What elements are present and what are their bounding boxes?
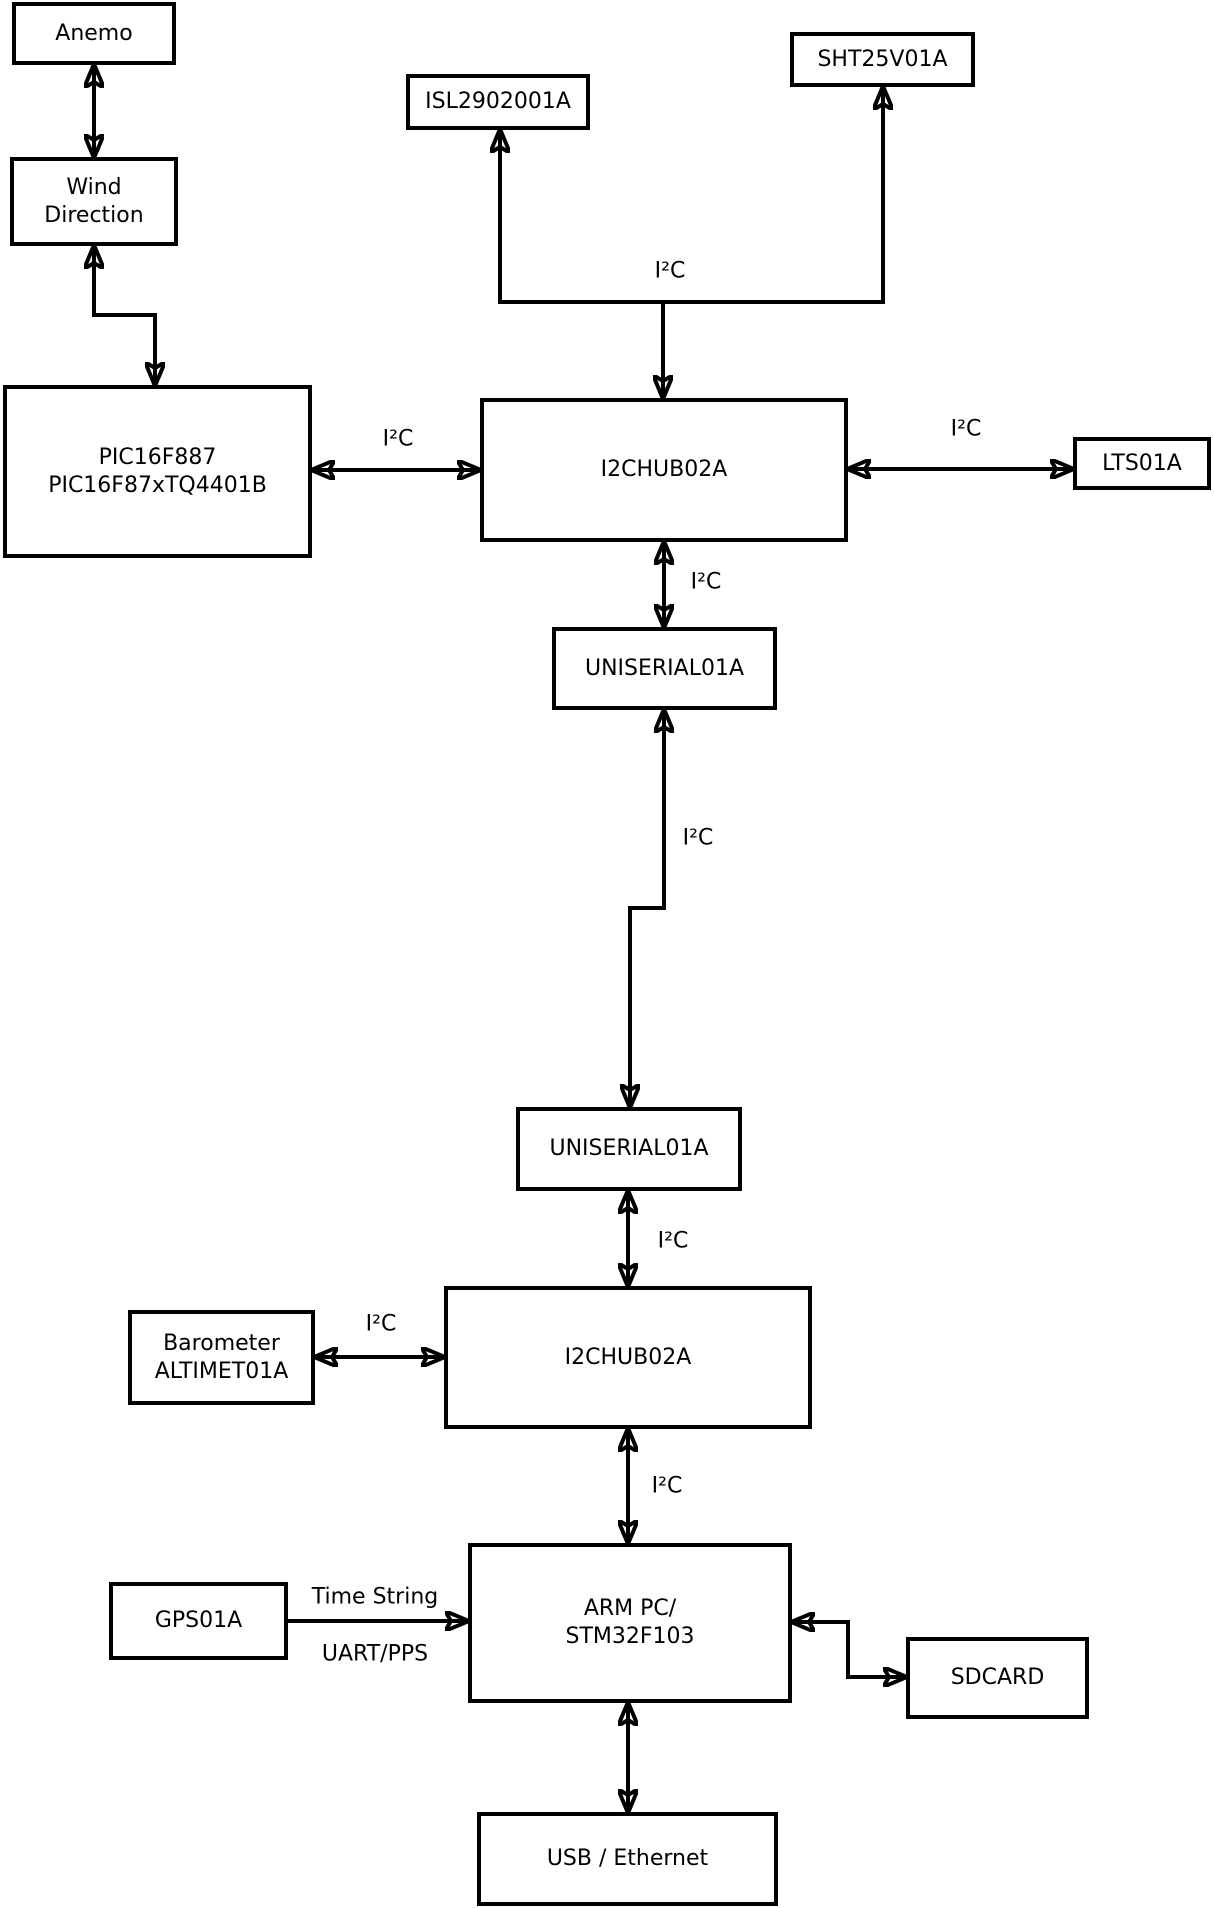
box-i2chub02a-bottom: I2CHUB02A (444, 1286, 812, 1429)
label-gps-arm-time-string: Time String (311, 1584, 439, 1610)
label-hub-uniserial-i2c: I²C (690, 569, 722, 595)
label-hub-lts-i2c: I²C (950, 416, 982, 442)
connector-arm-sdcard (792, 1622, 906, 1677)
connector-bus-isl-sht (500, 87, 883, 304)
box-gps01a: GPS01A (109, 1582, 288, 1660)
box-barometer-altimet01a: Barometer ALTIMET01A (128, 1310, 315, 1405)
label-barometer-hub2-i2c: I²C (365, 1311, 397, 1337)
label-pic-hub-i2c: I²C (382, 426, 414, 452)
box-uniserial01a-upper: UNISERIAL01A (552, 627, 777, 710)
box-pic16f887: PIC16F887 PIC16F87xTQ4401B (3, 385, 312, 558)
label-uniserial-hub2-i2c: I²C (657, 1228, 689, 1254)
box-sht25v01a: SHT25V01A (790, 32, 975, 87)
box-i2chub02a-top: I2CHUB02A (480, 398, 848, 542)
box-uniserial01a-lower: UNISERIAL01A (516, 1107, 742, 1191)
box-lts01a: LTS01A (1073, 437, 1211, 490)
label-uniserial-uniserial-i2c: I²C (682, 825, 714, 851)
label-bus-top-i2c: I²C (654, 258, 686, 284)
box-sdcard: SDCARD (906, 1637, 1089, 1719)
box-isl2902001a: ISL2902001A (406, 74, 590, 130)
label-gps-arm-uart-pps: UART/PPS (321, 1641, 429, 1667)
connector-wind-pic (94, 246, 155, 385)
box-arm-pc-stm32f103: ARM PC/ STM32F103 (468, 1543, 792, 1703)
box-usb-ethernet: USB / Ethernet (477, 1812, 778, 1906)
connector-uniserial1-uniserial2 (630, 710, 664, 1107)
label-hub2-arm-i2c: I²C (651, 1473, 683, 1499)
box-wind-direction: Wind Direction (10, 157, 178, 246)
box-anemo: Anemo (12, 2, 176, 65)
